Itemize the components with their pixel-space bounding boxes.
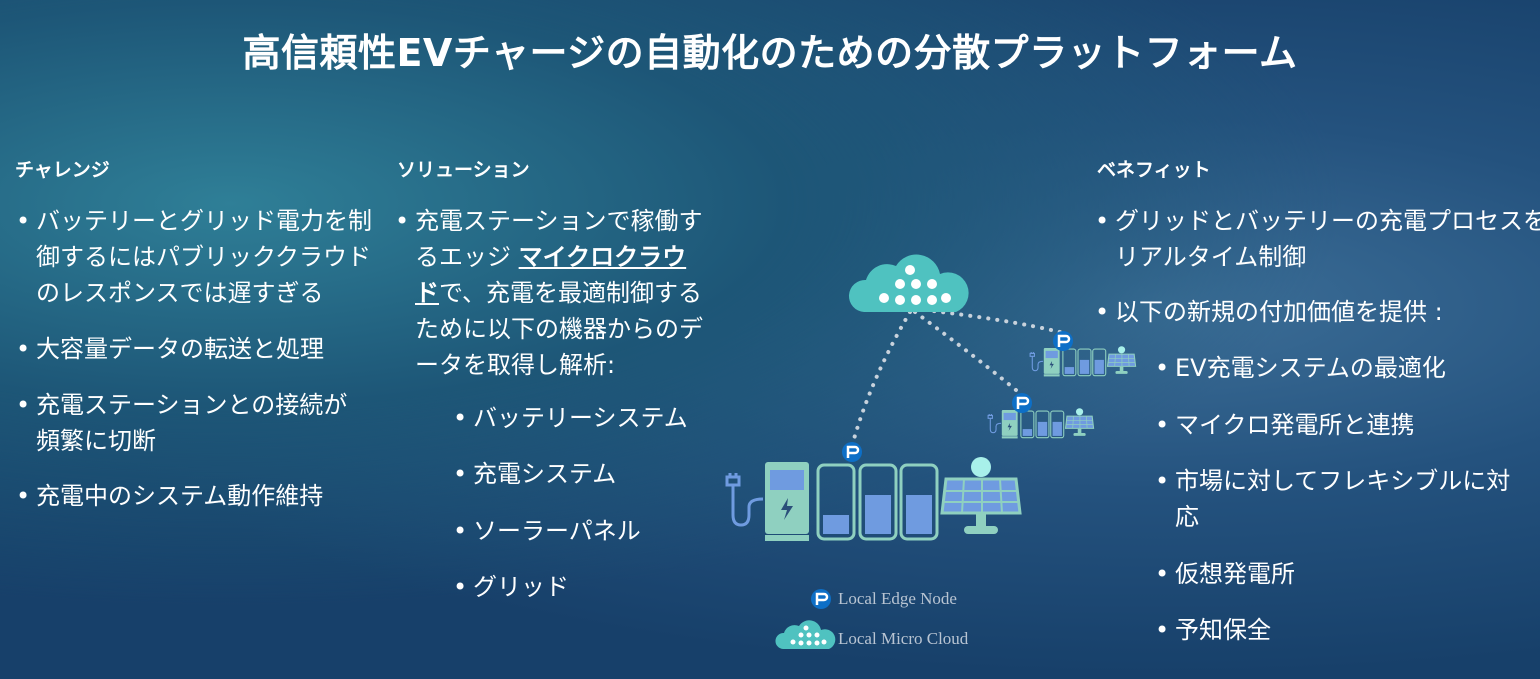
charging-site-small — [987, 407, 1095, 439]
solution-heading: ソリューション — [397, 159, 530, 181]
connection-lines — [850, 308, 1062, 448]
solution-sub-item: グリッド — [453, 569, 569, 605]
benefit-sub-item: マイクロ発電所と連携 — [1155, 407, 1415, 443]
edge-node-icon — [1010, 391, 1034, 415]
edge-node-icon — [840, 440, 864, 464]
benefit-sub-item: 市場に対してフレキシブルに対応 — [1155, 463, 1525, 535]
challenge-heading: チャレンジ — [15, 159, 110, 181]
benefit-sub-item: 予知保全 — [1155, 612, 1271, 648]
solution-text: で、充電を最適制御するために以下の機器からのデータを取得し解析: — [415, 279, 703, 379]
challenge-item: 充電中のシステム動作維持 — [16, 478, 381, 514]
legend-edge-node-icon — [809, 587, 833, 611]
solution-sub-item: ソーラーパネル — [453, 513, 641, 549]
slide-title: 高信頼性EVチャージの自動化のための分散プラットフォーム — [242, 31, 1298, 75]
benefit-sub-item: EV充電システムの最適化 — [1155, 350, 1446, 386]
charging-site-large — [725, 455, 1022, 543]
legend-edge-node-label: Local Edge Node — [838, 589, 957, 608]
legend-micro-cloud-label: Local Micro Cloud — [838, 629, 969, 648]
edge-node-icon — [1051, 329, 1075, 353]
solution-sub-item: バッテリーシステム — [453, 400, 688, 436]
challenge-item: 充電ステーションとの接続が頻繁に切断 — [16, 387, 361, 459]
micro-cloud-emphasis: マイクロクラウド — [415, 243, 687, 307]
edge-network-diagram — [725, 254, 1137, 649]
challenge-item: 大容量データの転送と処理 — [16, 331, 381, 367]
benefit-item: グリッドとバッテリーの充電プロセスをリアルタイム制御 — [1095, 203, 1540, 275]
challenge-item: バッテリーとグリッド電力を制御するにはパブリッククラウドのレスポンスでは遅すぎる — [16, 203, 381, 311]
micro-cloud-icon — [848, 254, 969, 312]
legend-micro-cloud-icon — [775, 620, 836, 649]
benefit-item: 以下の新規の付加価値を提供 : — [1095, 294, 1540, 330]
benefit-sub-item: 仮想発電所 — [1155, 556, 1295, 592]
solution-item: 充電ステーションで稼働するエッジ マイクロクラウドで、充電を最適制御するために以… — [395, 203, 707, 383]
solution-sub-item: 充電システム — [453, 456, 616, 492]
charging-site-small — [1029, 345, 1137, 377]
solution-text: 充電ステーションで稼働するエッジ — [415, 207, 703, 271]
benefit-heading: ベネフィット — [1097, 159, 1211, 181]
